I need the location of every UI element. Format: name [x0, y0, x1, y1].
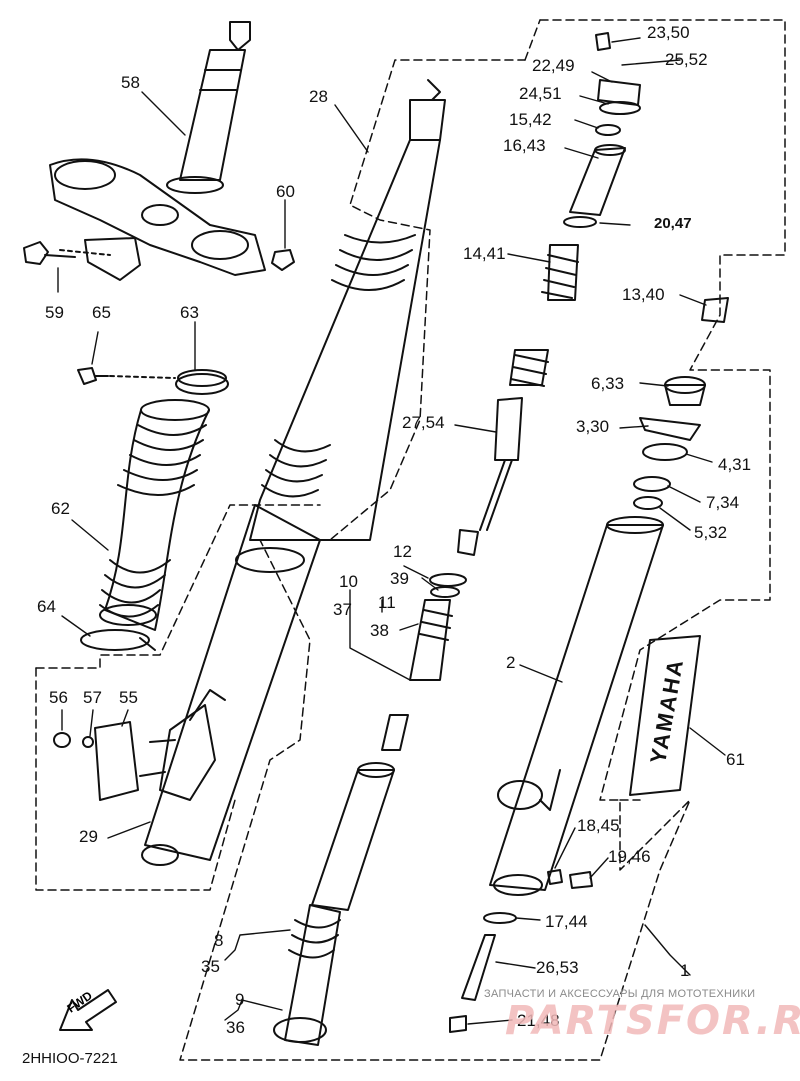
callout-27-54: 27,54: [402, 413, 445, 432]
callout-28: 28: [309, 87, 328, 106]
callout-16-43: 16,43: [503, 136, 546, 155]
callout-36: 36: [226, 1018, 245, 1037]
ring-10-37: [429, 573, 467, 598]
callout-13-40: 13,40: [622, 285, 665, 304]
callout-55: 55: [119, 688, 138, 707]
fwd-arrow-icon: [59, 989, 117, 1031]
callout-61: 61: [726, 750, 745, 769]
callout-29: 29: [79, 827, 98, 846]
callout-5-32: 5,32: [694, 523, 728, 542]
callout-60: 60: [276, 182, 295, 201]
watermark-caption: ЗАПЧАСТИ И АКСЕССУАРЫ ДЛЯ МОТОТЕХНИКИ: [484, 988, 756, 1000]
callout-22-49: 22,49: [532, 56, 575, 75]
callout-8: 8: [214, 931, 224, 950]
callout-20-47: 20,47: [654, 215, 692, 232]
callout-1: 1: [680, 961, 690, 980]
callout-26-53: 26,53: [536, 958, 579, 977]
callout-4-31: 4,31: [718, 455, 752, 474]
group-boundaries: [35, 19, 786, 1061]
callout-25-52: 25,52: [665, 50, 708, 69]
decal-61: [629, 635, 701, 796]
callout-63: 63: [180, 303, 199, 322]
callout-15-42: 15,42: [509, 110, 552, 129]
outer-tube-2: [489, 516, 664, 896]
cylinder-12-39: [381, 599, 453, 751]
clamp-63: [175, 369, 229, 395]
bolt-59: [23, 241, 111, 265]
callout-65: 65: [92, 303, 111, 322]
callout-2: 2: [506, 653, 516, 672]
callout-10: 10: [339, 572, 358, 591]
upper-bracket: [49, 158, 266, 281]
callout-7-34: 7,34: [706, 493, 740, 512]
callout-17-44: 17,44: [545, 912, 588, 931]
cap-bolt-22-49: [595, 32, 641, 115]
inner-tube-lower: [273, 762, 395, 1046]
callout-3-30: 3,30: [576, 417, 610, 436]
callout-58: 58: [121, 73, 140, 92]
spring-14-41: [509, 244, 579, 387]
dust-boot-62: [99, 399, 210, 631]
callout-59: 59: [45, 303, 64, 322]
leader-lines: [57, 37, 726, 1025]
o-ring-15-42: [563, 124, 621, 228]
callout-12: 12: [393, 542, 412, 561]
inner-tube-28: [249, 79, 446, 541]
callout-38: 38: [370, 621, 389, 640]
drawing-code: 2HHIOO-7221: [22, 1050, 118, 1067]
bolt-65: [77, 367, 176, 385]
callout-18-45: 18,45: [577, 816, 620, 835]
callout-23-50: 23,50: [647, 23, 690, 42]
callout-21-48: 21,48: [517, 1011, 560, 1030]
spacer-16-43: [569, 144, 626, 216]
callout-14-41: 14,41: [463, 244, 506, 263]
watermark-logo: PARTSFOR.RU: [505, 998, 800, 1044]
outer-tube-29: [141, 504, 321, 866]
callout-11: 11: [378, 593, 396, 612]
callout-39: 39: [390, 569, 409, 588]
callout-64: 64: [37, 597, 56, 616]
clamp-64: [80, 629, 156, 651]
steering-stem-58: [166, 21, 251, 194]
nut-60: [271, 249, 295, 271]
callout-56: 56: [49, 688, 68, 707]
callout-37: 37: [333, 600, 352, 619]
callout-35: 35: [201, 957, 220, 976]
callout-6-33: 6,33: [591, 374, 625, 393]
callout-9: 9: [235, 990, 245, 1009]
damper-rod-27-54: [457, 397, 523, 556]
callout-19-46: 19,46: [608, 847, 651, 866]
callout-62: 62: [51, 499, 70, 518]
callout-57: 57: [83, 688, 102, 707]
axle-holder-55: [53, 721, 176, 801]
callout-24-51: 24,51: [519, 84, 562, 103]
